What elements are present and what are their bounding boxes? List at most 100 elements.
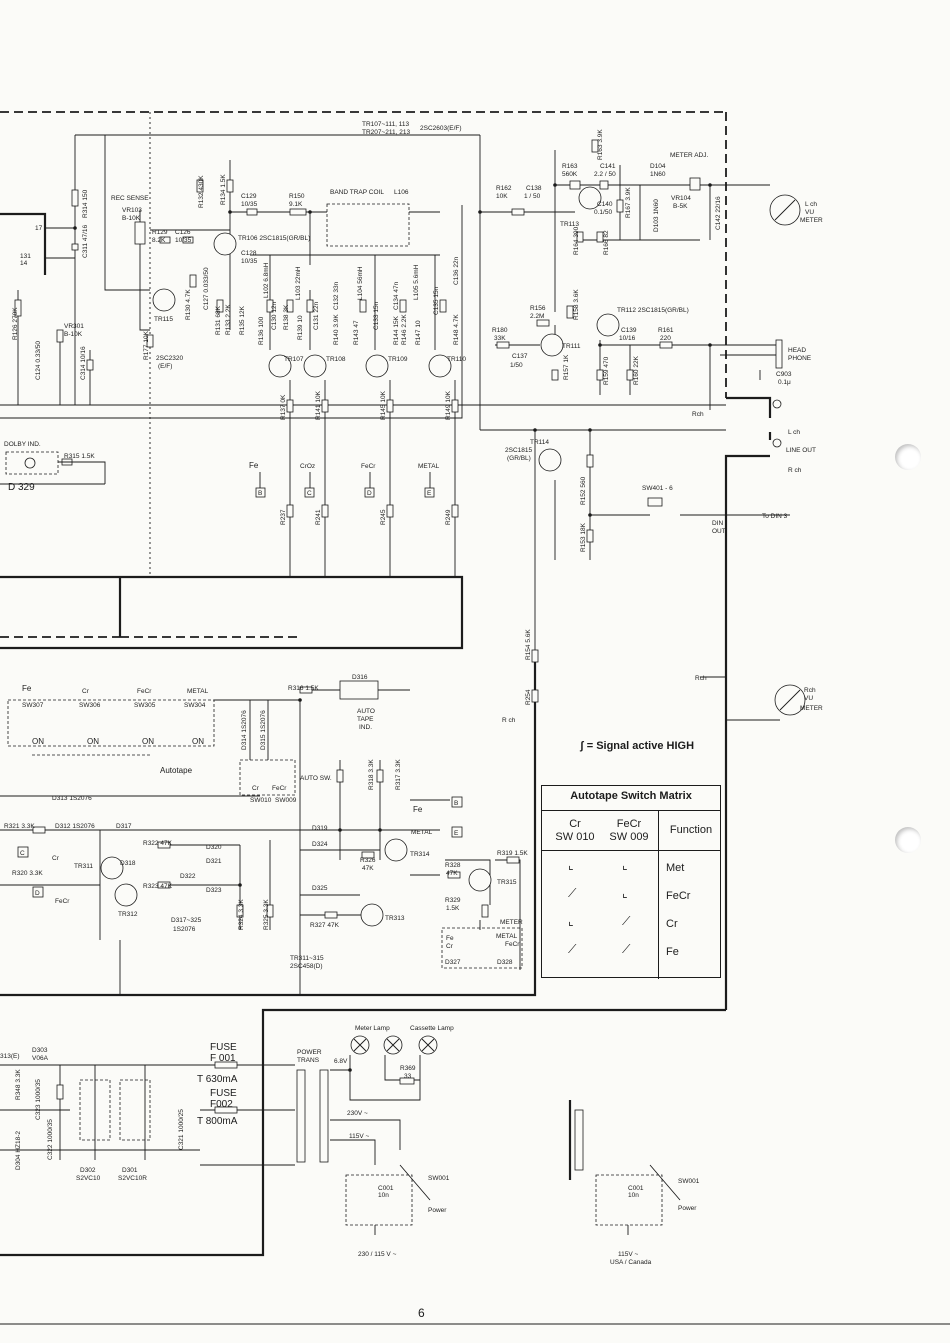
label-tr313: TR313: [385, 915, 405, 922]
label-r129-val: 8.2K: [152, 237, 166, 244]
label-c126-val: 10/35: [175, 237, 192, 244]
label-fecr-lbl: FeCr: [55, 898, 70, 905]
label-r163b-val: 560K: [562, 171, 578, 178]
label-c128-val: 10/35: [241, 258, 258, 265]
matrix-rule-top: [542, 810, 720, 811]
autotape-components: [17, 680, 520, 927]
label-rch-a: Rch: [692, 411, 704, 418]
label-at-cr: Cr: [82, 688, 90, 695]
label-tr315: TR315: [497, 879, 517, 886]
label-transistors-a: TR107~111, 113: [362, 121, 410, 128]
label-l106: L106: [394, 189, 409, 196]
label-sw305: SW305: [134, 702, 156, 709]
label-r150: R150: [289, 193, 305, 200]
label-f002-val: T 800mA: [197, 1116, 238, 1127]
label-r152: R152 560: [580, 476, 587, 505]
label-r13: 313(E): [0, 1053, 20, 1060]
label-l102: L102 6.8mH: [263, 262, 270, 298]
label-sw304: SW304: [184, 702, 206, 709]
rec-labels: REC SENSE VR103 B-10K R129 8.2K C126 10/…: [12, 174, 466, 420]
matrix-row-1-fecr-switch: ⌞: [622, 858, 628, 872]
label-ic-pin-17: 17: [35, 225, 43, 232]
matrix-row-1-cr-switch: ⌞: [568, 858, 574, 872]
label-tr312: TR312: [118, 911, 138, 918]
box-label-d: D: [35, 890, 40, 897]
label-c138-val: 1 / 50: [524, 193, 541, 200]
junction-dots: [73, 183, 712, 1072]
label-r324: R324 3.3K: [238, 899, 245, 930]
matrix-row-4-cr-switch: ⟋: [568, 942, 577, 956]
label-sw-cr: Cr: [252, 785, 260, 792]
label-r136: R136 100: [258, 316, 265, 345]
matrix-row-2-function: FeCr: [666, 890, 691, 902]
label-sw306: SW306: [79, 702, 101, 709]
label-tr109: TR109: [388, 356, 408, 363]
label-d324: D324: [312, 841, 328, 848]
matrix-row-3-function: Cr: [666, 918, 678, 930]
label-ind-cr: Cr: [446, 943, 454, 950]
label-r160: R160 22K: [633, 355, 640, 385]
label-r150-val: 9.1K: [289, 201, 303, 208]
label-r141: R141 10K: [315, 390, 322, 420]
label-c136: C136 22n: [453, 256, 460, 285]
label-r130: R130 4.7K: [185, 289, 192, 320]
label-c311: C311 47/16: [82, 224, 89, 258]
label-d302: D302: [80, 1167, 96, 1174]
label-to-din: To DIN 3: [762, 513, 788, 520]
matrix-row-3-fecr-switch: ⟋: [622, 914, 631, 928]
label-d303-val: V06A: [32, 1055, 49, 1062]
matrix-title: Autotape Switch Matrix: [570, 790, 692, 802]
label-l103: L103 22mH: [295, 266, 302, 300]
label-lch-out: L ch: [788, 429, 800, 436]
label-c134: C134 47n: [393, 281, 400, 310]
label-d320: D320: [206, 844, 222, 851]
label-crdz: CrOz: [300, 463, 315, 470]
power-labels: 313(E) R348 3.3K C323 1000/35 C322 1000/…: [0, 1025, 700, 1266]
label-ind-fecr: FeCr: [505, 941, 520, 948]
label-vr103-val: B-10K: [122, 215, 141, 222]
label-rch-b: R ch: [502, 717, 516, 724]
label-c130: C130 12n: [271, 301, 278, 330]
matrix-rule-header: [542, 850, 720, 851]
label-c140-val: 0.1/50: [594, 209, 612, 216]
label-c321: C321 1000/25: [178, 1109, 185, 1150]
label-tr108: TR108: [326, 356, 346, 363]
label-r161-val: 220: [660, 335, 671, 342]
page-number: 6: [418, 1306, 425, 1320]
label-c128: C128: [241, 250, 257, 257]
label-c140: C140: [597, 201, 613, 208]
matrix-row-1-function: Met: [666, 862, 685, 874]
label-c141: C141: [600, 163, 616, 170]
label-r237: R237: [280, 509, 287, 525]
label-r326-val: 47K: [362, 865, 374, 872]
label-sw001b: SW001: [678, 1178, 700, 1185]
label-r321: R321 3.3K: [4, 823, 35, 830]
label-l104: L104 56mH: [357, 266, 364, 300]
label-tr-type: 2SC458(D): [290, 963, 323, 970]
label-r167: R167 3.9K: [625, 187, 632, 218]
label-r148: R148 4.7K: [453, 314, 460, 345]
label-rch-c: Rch: [695, 675, 707, 682]
label-region-b: USA / Canada: [610, 1259, 652, 1266]
label-r146: R146 2.2K: [401, 314, 408, 345]
signal-active-note: ʃ = Signal active HIGH: [580, 740, 695, 752]
label-vu: VU: [805, 209, 814, 216]
label-c124: C124 0.33/50: [35, 341, 42, 380]
label-vr301-val: B-10K: [64, 331, 83, 338]
label-r126: R126 270K: [12, 307, 19, 340]
label-r162: R162: [496, 185, 512, 192]
matrix-row-2-fecr-switch: ⌞: [622, 886, 628, 900]
label-r180-val: 33K: [494, 335, 506, 342]
label-at-metal: METAL: [187, 688, 209, 695]
label-cr-lbl: Cr: [52, 855, 60, 862]
label-band-trap: BAND TRAP COIL: [330, 189, 384, 196]
label-autotape: Autotape: [160, 766, 193, 775]
label-r131: R131 68K: [215, 305, 222, 335]
label-power-b: TRANS: [297, 1057, 320, 1064]
label-l105: L105 5.6mH: [413, 264, 420, 300]
label-r322: R322 47K: [143, 840, 173, 847]
label-tr107: TR107: [284, 356, 304, 363]
label-r163b: R163: [562, 163, 578, 170]
label-head: HEAD: [788, 347, 806, 354]
label-at-fecr: FeCr: [137, 688, 152, 695]
